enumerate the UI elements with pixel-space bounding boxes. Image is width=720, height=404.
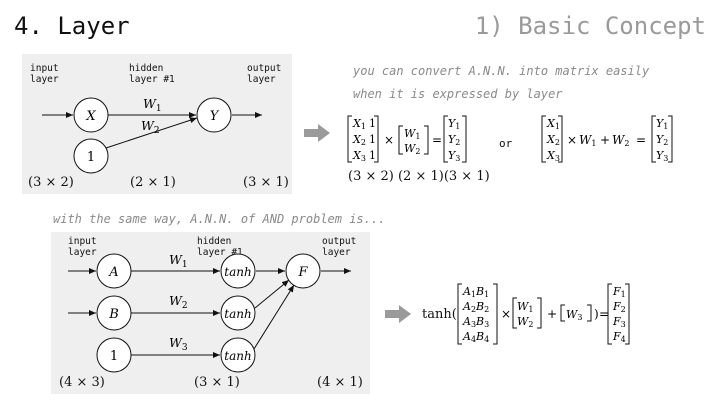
d2-node-tanh-1 bbox=[220, 253, 256, 289]
d1-node-x-label: X bbox=[85, 109, 96, 124]
svg-text:F2: F2 bbox=[612, 300, 626, 314]
d2-input-layer-label: input layer bbox=[68, 236, 97, 258]
d1-output-layer-label: output layer bbox=[247, 63, 282, 85]
d1-node-1 bbox=[73, 138, 109, 174]
slide-subtitle: 1) Basic Concept bbox=[474, 12, 706, 40]
diagram-1-panel bbox=[22, 54, 292, 194]
d1-node-x bbox=[73, 97, 109, 133]
d2-node-a bbox=[96, 253, 132, 289]
d2-node-1-label: 1 bbox=[110, 349, 118, 364]
right-arrow-icon bbox=[304, 124, 330, 142]
equation-1-vector-form: X1 X2 X3 × W1 + W2 = Y1 Y2 Y3 bbox=[541, 115, 673, 163]
d2-node-b-label: B bbox=[108, 307, 119, 322]
d2-node-1 bbox=[96, 337, 132, 373]
d2-node-f-label: F bbox=[297, 265, 308, 280]
d2-node-a-label: A bbox=[108, 265, 118, 280]
d2-node-f bbox=[285, 253, 321, 289]
d1-node-y bbox=[196, 97, 232, 133]
d2-node-tanh-1-label: tanh bbox=[224, 265, 251, 279]
svg-text:A2B2: A2B2 bbox=[462, 300, 489, 314]
slide-title: 4. Layer bbox=[14, 12, 130, 40]
d1-input-dims: (3 × 2) bbox=[28, 175, 74, 190]
d2-output-layer-label: output layer bbox=[322, 236, 357, 258]
svg-text:W3: W3 bbox=[566, 308, 582, 322]
d2-node-tanh-2 bbox=[220, 295, 256, 331]
svg-text:A4B4: A4B4 bbox=[462, 330, 489, 344]
svg-text:1: 1 bbox=[369, 133, 376, 146]
d2-weight-w2: W2 bbox=[169, 293, 188, 311]
d2-weight-w3: W3 bbox=[169, 335, 188, 353]
d1-edge-1-y bbox=[105, 117, 198, 149]
d2-input-dims: (4 × 3) bbox=[59, 375, 105, 390]
d1-weight-w2: W2 bbox=[141, 118, 160, 136]
equation-2-tanh-label: tanh( bbox=[422, 307, 457, 322]
svg-text:A3B3: A3B3 bbox=[462, 315, 489, 329]
d2-node-tanh-3-label: tanh bbox=[224, 349, 251, 363]
d2-node-tanh-2-label: tanh bbox=[224, 307, 251, 321]
svg-text:F1: F1 bbox=[612, 285, 626, 299]
svg-text:×: × bbox=[567, 133, 577, 147]
svg-text:): ) bbox=[594, 307, 599, 321]
equation-1-dims: (3 × 2) (2 × 1)(3 × 1) bbox=[348, 169, 490, 184]
svg-text:1: 1 bbox=[369, 149, 376, 162]
svg-text:+: + bbox=[547, 307, 557, 321]
svg-text:=: = bbox=[432, 133, 442, 147]
d2-hidden-dims: (3 × 1) bbox=[194, 375, 240, 390]
svg-text:=: = bbox=[636, 133, 646, 147]
svg-text:×: × bbox=[501, 307, 511, 321]
d1-hidden-layer-label: hidden layer #1 bbox=[129, 63, 175, 85]
equation-2-matrix-form: A1B1 A2B2 A3B3 A4B4 × W1 W2 + W3 ) = F1 … bbox=[457, 283, 630, 345]
svg-text:W1: W1 bbox=[517, 300, 533, 314]
d2-node-b bbox=[96, 295, 132, 331]
svg-text:A1B1: A1B1 bbox=[462, 285, 489, 299]
right-arrow-icon bbox=[385, 305, 411, 323]
svg-text:+: + bbox=[600, 133, 610, 147]
d2-hidden-layer-label: hidden layer #1 bbox=[197, 236, 243, 258]
svg-text:×: × bbox=[384, 133, 394, 147]
svg-text:W2: W2 bbox=[517, 315, 533, 329]
d1-weight-w1: W1 bbox=[143, 96, 162, 114]
d1-input-layer-label: input layer bbox=[30, 63, 59, 85]
d2-weight-w1: W1 bbox=[169, 252, 188, 270]
d1-node-y-label: Y bbox=[210, 109, 220, 124]
note-1-line-2: when it is expressed by layer bbox=[353, 87, 563, 101]
svg-text:F4: F4 bbox=[612, 330, 626, 344]
note-2: with the same way, A.N.N. of AND problem… bbox=[53, 212, 386, 226]
d2-output-dims: (4 × 1) bbox=[317, 375, 363, 390]
svg-text:1: 1 bbox=[369, 117, 376, 130]
d2-node-tanh-3 bbox=[220, 337, 256, 373]
svg-text:=: = bbox=[599, 307, 609, 321]
d1-node-1-label: 1 bbox=[87, 150, 95, 165]
note-1-line-1: you can convert A.N.N. into matrix easil… bbox=[353, 64, 650, 78]
equation-or-label: or bbox=[499, 137, 513, 150]
d1-hidden-dims: (2 × 1) bbox=[130, 175, 176, 190]
d1-output-dims: (3 × 1) bbox=[243, 175, 289, 190]
svg-text:F3: F3 bbox=[612, 315, 626, 329]
